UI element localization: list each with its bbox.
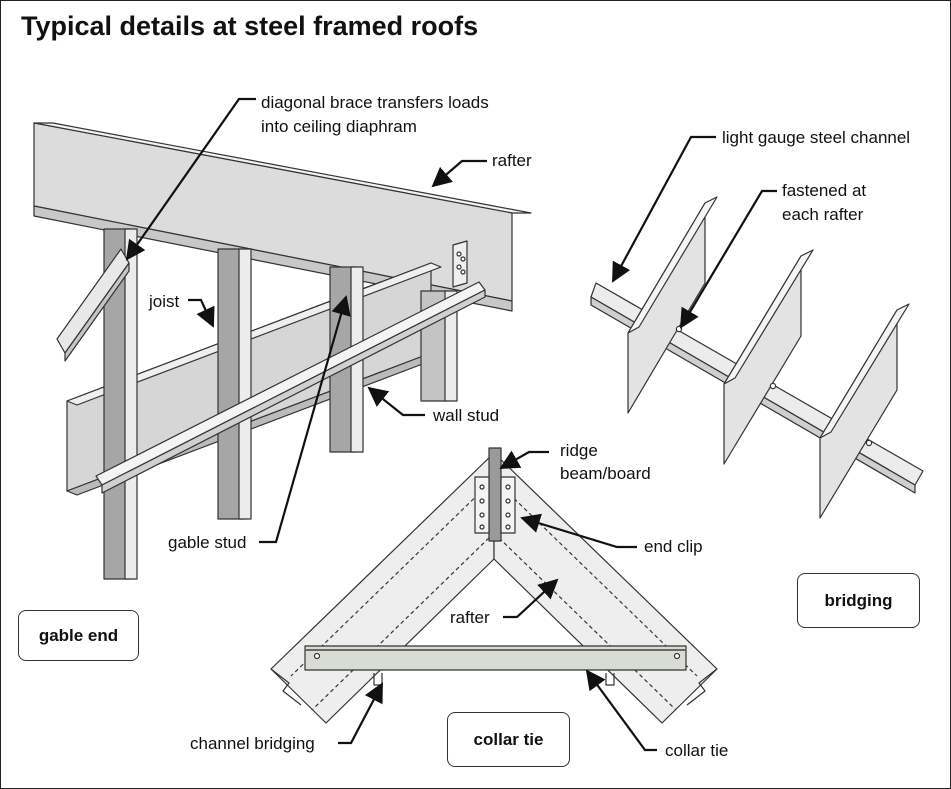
callout-fastened-line2: each rafter: [782, 205, 864, 224]
callout-diagonal-brace-line1: diagonal brace transfers loads: [261, 93, 489, 112]
panel-label-bridging: bridging: [797, 573, 920, 628]
callout-light-gauge-channel: light gauge steel channel: [722, 128, 910, 147]
callout-ridge-line2: beam/board: [560, 464, 651, 483]
leader-lines: [125, 97, 777, 752]
callout-ridge-line1: ridge: [560, 441, 598, 460]
page-title: Typical details at steel framed roofs: [21, 11, 479, 41]
callout-collar-tie: collar tie: [665, 741, 728, 760]
callout-channel-bridging: channel bridging: [190, 734, 315, 753]
callout-joist: joist: [148, 292, 180, 311]
callout-rafter-collar: rafter: [450, 608, 490, 627]
callout-gable-stud: gable stud: [168, 533, 246, 552]
bridging-drawing: [590, 196, 924, 519]
callout-end-clip: end clip: [644, 537, 703, 556]
callout-rafter-top: rafter: [492, 151, 532, 170]
panel-label-gable-end: gable end: [18, 610, 139, 661]
callout-wall-stud: wall stud: [432, 406, 499, 425]
panel-label-collar-tie: collar tie: [447, 712, 570, 767]
collar-tie-drawing: [270, 447, 718, 724]
callout-fastened-line1: fastened at: [782, 181, 866, 200]
callout-diagonal-brace-line2: into ceiling diaphram: [261, 117, 417, 136]
